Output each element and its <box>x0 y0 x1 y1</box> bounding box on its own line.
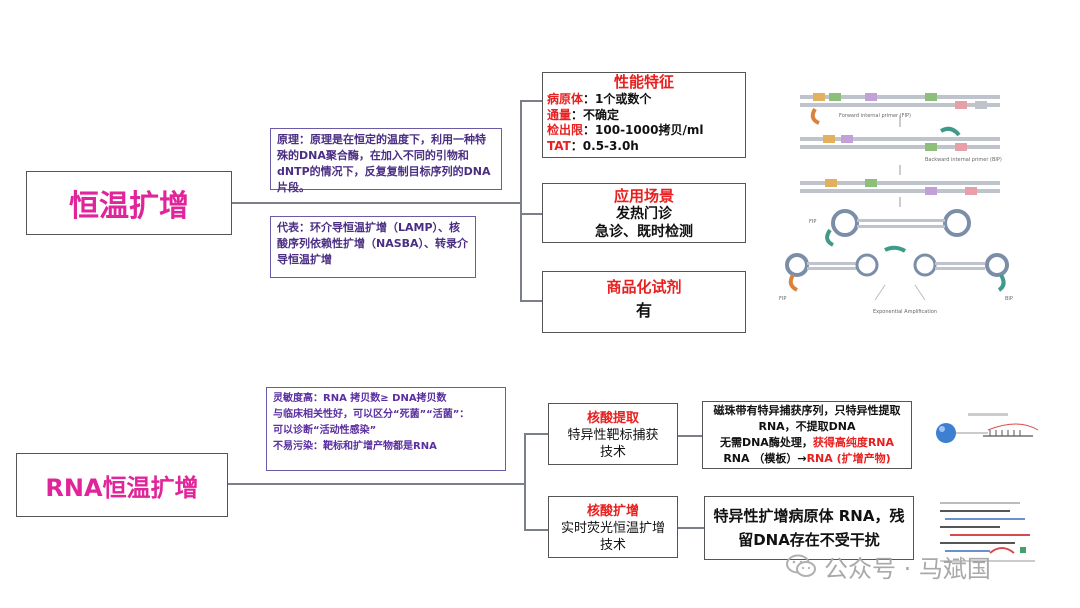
application-title: 应用场景 <box>613 187 674 205</box>
performance-row: 检出限：100-1000拷贝/ml <box>547 123 704 137</box>
feature-line: 灵敏度高：RNA 拷贝数≥ DNA拷贝数 <box>273 393 447 404</box>
commercial-title: 商品化试剂 <box>606 278 682 296</box>
connector <box>520 100 542 102</box>
amplification-box: 核酸扩增 实时荧光恒温扩增 技术 <box>548 496 678 558</box>
connector <box>520 100 522 300</box>
connector <box>232 202 522 204</box>
amplification-svg <box>940 502 1035 562</box>
exp-label: Exponential Amplification <box>873 309 937 315</box>
lamp-diagram-svg: Forward internal primer (FIP) Backward i… <box>779 93 1013 315</box>
extraction-line: 技术 <box>599 445 626 460</box>
bip-short-label: BIP <box>1005 296 1013 302</box>
application-box: 应用场景 发热门诊 急诊、既时检测 <box>542 183 746 243</box>
extraction-detail-box: 磁珠带有特异捕获序列，只特异性提取 RNA，不提取DNA 无需DNA酶处理，获得… <box>702 401 912 469</box>
isothermal-title-box: 恒温扩增 <box>26 171 232 235</box>
amplification-title: 核酸扩增 <box>586 504 639 519</box>
detail-line: 磁珠带有特异捕获序列，只特异性提取 <box>713 404 901 417</box>
detail-line: RNA，不提取DNA <box>758 420 856 433</box>
wechat-icon <box>786 554 816 578</box>
commercial-box: 商品化试剂 有 <box>542 271 746 333</box>
performance-row: 通量：不确定 <box>547 107 620 122</box>
detail-line: 特异性扩增病原体 RNA，残 <box>713 507 905 525</box>
connector <box>524 433 548 435</box>
application-line: 发热门诊 <box>616 206 672 222</box>
rna-features-box: 灵敏度高：RNA 拷贝数≥ DNA拷贝数 与临床相关性好，可以区分“死菌”“活菌… <box>266 387 506 471</box>
connector <box>678 435 702 437</box>
connector <box>520 300 542 302</box>
watermark: 公众号 · 马斌国 <box>786 548 1056 584</box>
principle-text: 原理：原理是在恒定的温度下，利用一种特殊的DNA聚合酶，在加入不同的引物和dNT… <box>277 133 491 194</box>
amplification-line: 实时荧光恒温扩增 <box>560 521 665 536</box>
connector <box>524 529 548 531</box>
extraction-title: 核酸提取 <box>586 411 639 426</box>
application-line: 急诊、既时检测 <box>595 224 693 240</box>
connector <box>678 527 704 529</box>
detail-line: 留DNA存在不受干扰 <box>738 531 880 549</box>
watermark-text: 公众号 · 马斌国 <box>824 554 991 583</box>
lamp-figure: Forward internal primer (FIP) Backward i… <box>775 85 1025 320</box>
isothermal-title: 恒温扩增 <box>69 189 189 224</box>
bip-label: Backward internal primer (BIP) <box>925 157 1002 163</box>
performance-row: TAT：0.5-3.0h <box>547 138 639 153</box>
feature-line: 可以诊断“活动性感染” <box>273 425 377 436</box>
extraction-box: 核酸提取 特异性靶标捕获 技术 <box>548 403 678 465</box>
amplification-detail-box: 特异性扩增病原体 RNA，残 留DNA存在不受干扰 <box>704 496 914 560</box>
rna-title-box: RNA恒温扩增 <box>16 453 228 517</box>
rna-title: RNA恒温扩增 <box>45 473 199 502</box>
performance-row: 病原体：1个或数个 <box>547 92 652 106</box>
connector <box>524 433 526 530</box>
amplification-figure <box>930 495 1045 570</box>
principle-box: 原理：原理是在恒定的温度下，利用一种特殊的DNA聚合酶，在加入不同的引物和dNT… <box>270 128 502 194</box>
performance-box: 性能特征 病原体：1个或数个 通量：不确定 检出限：100-1000拷贝/ml … <box>542 72 746 158</box>
amplification-line: 技术 <box>599 538 626 553</box>
fip-short-label-2: FIP <box>779 296 786 302</box>
feature-line: 不易污染：靶标和扩增产物都是RNA <box>273 441 437 452</box>
detail-line: RNA （模板）→RNA (扩增产物) <box>723 452 891 465</box>
representative-text: 代表：环介导恒温扩增（LAMP）、核酸序列依赖性扩增（NASBA）、转录介导恒温… <box>277 221 469 266</box>
capture-figure <box>928 408 1048 458</box>
connector <box>520 213 542 215</box>
commercial-value: 有 <box>635 301 652 320</box>
fip-short-label: FIP <box>809 219 816 225</box>
detail-line: 无需DNA酶处理，获得高纯度RNA <box>719 436 895 449</box>
connector <box>228 483 526 485</box>
representative-box: 代表：环介导恒温扩增（LAMP）、核酸序列依赖性扩增（NASBA）、转录介导恒温… <box>270 216 476 278</box>
capture-svg <box>936 413 1039 443</box>
performance-title: 性能特征 <box>613 73 674 91</box>
feature-line: 与临床相关性好，可以区分“死菌”“活菌”： <box>273 409 470 420</box>
fip-label: Forward internal primer (FIP) <box>839 113 911 119</box>
extraction-line: 特异性靶标捕获 <box>567 428 659 443</box>
